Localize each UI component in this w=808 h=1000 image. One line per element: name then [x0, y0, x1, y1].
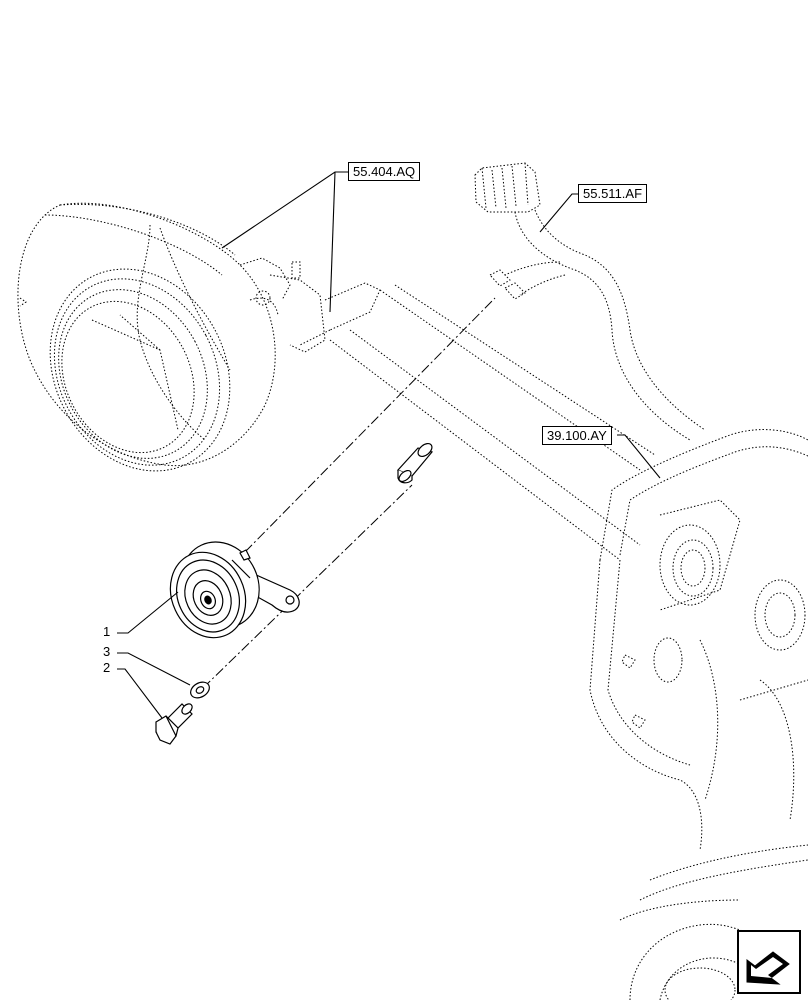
- reference-label-headlamp: 55.404.AQ: [348, 162, 421, 181]
- reference-label-harness: 55.511.AF: [578, 184, 648, 203]
- bolt: [155, 703, 193, 745]
- reference-label-frame: 39.100.AY: [542, 426, 612, 445]
- headlamp-assembly: [17, 202, 381, 472]
- horn: [169, 541, 300, 639]
- callout-bolt: 2: [103, 660, 111, 675]
- spacer-bushing: [396, 442, 434, 484]
- machine-frame: [329, 284, 808, 1000]
- washer: [190, 681, 210, 699]
- wiring-harness: [474, 162, 706, 441]
- arrow-icon: [746, 951, 790, 985]
- leader-lines: [117, 171, 661, 719]
- callout-washer: 3: [103, 644, 111, 659]
- assembly-centerlines: [202, 297, 496, 689]
- navigation-button[interactable]: [737, 930, 801, 994]
- callout-horn: 1: [103, 624, 111, 639]
